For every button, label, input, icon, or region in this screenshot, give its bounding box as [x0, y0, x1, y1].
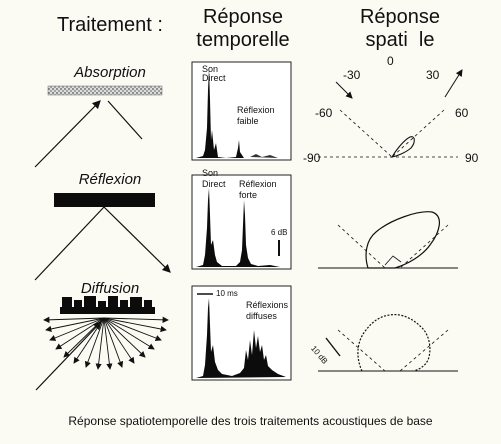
spatial-response-absorption: [318, 69, 463, 158]
weak-reflection-label-line1: Réflexion: [237, 105, 275, 115]
reflection-diagram: [34, 193, 171, 281]
spatial-header-line2: spati le: [365, 29, 435, 51]
scale-10ms-label: 10 ms: [216, 289, 238, 298]
axis-60: [391, 109, 445, 158]
angle-minus60-label: -60: [315, 106, 333, 120]
polar-lobe-diffusion: [357, 313, 431, 372]
absorption-label: Absorption: [74, 64, 146, 81]
diffuse-reflections-label-line1: Réflexions: [246, 300, 289, 310]
reflective-panel: [54, 193, 155, 207]
direct-sound-label-2-line1: Son: [202, 168, 219, 178]
angle-60-label: 60: [455, 106, 469, 120]
diffuse-reflections-label-line2: diffuses: [246, 311, 277, 321]
temporal-response-diffusion: [191, 285, 292, 381]
strong-reflection-label-line2: forte: [239, 190, 258, 200]
angle-0-label: 0: [387, 54, 394, 68]
strong-reflection-label-line1: Réflexion: [239, 179, 277, 189]
reflected-ray-right: [103, 206, 171, 273]
diffuse-rays: [43, 316, 169, 370]
direct-sound-label-2-line2: Direct: [202, 179, 226, 189]
angle-30-label: 30: [426, 68, 440, 82]
temporal-response-reflection: [191, 174, 292, 270]
spatial-response-diffusion: [318, 313, 458, 372]
angle-minus30-label: -30: [343, 68, 361, 82]
direct-sound-label-1-line1: Son: [202, 64, 219, 74]
temporal-header-line2: temporelle: [196, 29, 290, 51]
reflection-label: Réflexion: [78, 171, 142, 188]
spatial-response-reflection: [318, 211, 458, 269]
absorption-diagram: [34, 85, 163, 168]
polar-lobe-absorption: [390, 136, 415, 158]
figure-caption: Réponse spatiotemporelle des trois trait…: [68, 414, 433, 428]
diffuser-panel: [60, 296, 155, 314]
diffusion-diagram: [35, 296, 169, 391]
arrow-30: [444, 69, 463, 98]
spatial-header-line1: Réponse: [359, 6, 441, 28]
absorbed-ray: [107, 100, 143, 140]
diffusion-incident-ray: [35, 321, 102, 391]
temporal-response-absorption: [191, 61, 292, 161]
temporal-header-line1: Réponse: [202, 6, 284, 28]
direct-sound-label-1-line2: Direct: [202, 73, 226, 83]
scale-6db-label: 6 dB: [271, 228, 288, 237]
weak-reflection-label-line2: faible: [237, 116, 259, 126]
treatment-header: Traitement :: [57, 14, 163, 36]
scale-bar-10db: [325, 337, 341, 357]
reflected-ray-left: [34, 206, 105, 281]
incident-ray: [34, 100, 101, 168]
impulse-envelope-2: [196, 188, 280, 267]
impulse-envelope-3: [196, 298, 286, 378]
absorbent-panel: [47, 85, 163, 96]
arrow-minus30: [335, 81, 353, 99]
polar-lobe-reflection: [365, 211, 440, 269]
angle-90-label: 90: [465, 151, 479, 165]
diffusion-label: Diffusion: [80, 280, 140, 297]
impulse-envelope-1: [196, 68, 244, 158]
axis-minus60: [339, 109, 393, 158]
angle-minus90-label: -90: [303, 151, 321, 165]
